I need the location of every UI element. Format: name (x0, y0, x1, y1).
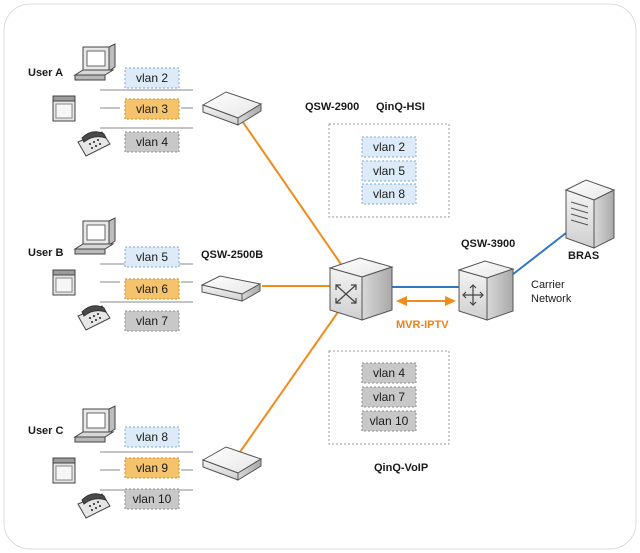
mvr-arrowhead-left (396, 296, 407, 306)
tree-lines (100, 89, 193, 129)
user-row-c (52, 405, 193, 519)
mvr-iptv-label: MVR-IPTV (396, 319, 449, 331)
vlan-pill-a1 (124, 67, 180, 89)
voip-group-box (328, 350, 450, 445)
vlan-label-a2: vlan 3 (136, 102, 168, 116)
hsi-vlan-label-3: vlan 8 (373, 187, 405, 201)
access-switch-b (200, 275, 262, 302)
vlan-pill-b1 (124, 246, 180, 268)
hsi-vlan-label-1: vlan 2 (373, 140, 405, 154)
user-a-label: User A (28, 67, 63, 79)
hsi-group-box (328, 123, 450, 218)
qsw3900-switch (457, 260, 515, 321)
voip-vlan-pill-3 (361, 410, 417, 432)
hsi-vlan-label-2: vlan 5 (373, 164, 405, 178)
vlan-label-a3: vlan 4 (136, 135, 168, 149)
switch-cross-icon (462, 284, 484, 306)
bras-server (564, 179, 616, 249)
vlan-label-b2: vlan 6 (136, 282, 168, 296)
access-switch-a (201, 91, 263, 126)
link-qsw2500-c (239, 311, 339, 453)
qsw3900-label: QSW-3900 (461, 238, 515, 250)
qsw2500b-label: QSW-2500B (201, 249, 263, 261)
vlan-pill-c1 (124, 426, 180, 448)
bras-label: BRAS (568, 250, 599, 262)
access-switch-c (201, 446, 263, 481)
hsi-vlan-pill-2 (361, 160, 417, 182)
qsw2900-switch (328, 257, 394, 321)
vlan-pill-b2 (124, 278, 180, 300)
vlan-pill-b3 (124, 310, 180, 332)
voip-vlan-pill-2 (361, 386, 417, 408)
links (237, 114, 567, 453)
page-background (3, 3, 637, 550)
link-qsw3900-bras (511, 232, 567, 276)
vlan-pill-a3 (124, 131, 180, 153)
carrier-network-label-1: Carrier (531, 279, 565, 291)
user-c-label: User C (28, 425, 64, 437)
qinq-voip-label: QinQ-VoIP (374, 462, 428, 474)
vlan-label-b3: vlan 7 (136, 314, 168, 328)
vlan-label-c1: vlan 8 (136, 430, 168, 444)
pc-icon (73, 405, 116, 443)
vlan-label-c3: vlan 10 (133, 492, 172, 506)
user-row-a (52, 43, 193, 157)
pc-icon (73, 217, 116, 255)
phone-icon (77, 131, 111, 157)
link-qsw2500-a (237, 114, 346, 271)
set-top-box-icon (52, 269, 76, 296)
hsi-vlan-pill-1 (361, 136, 417, 158)
phone-icon (77, 493, 111, 519)
voip-vlan-label-2: vlan 7 (373, 390, 405, 404)
voip-vlan-label-1: vlan 4 (373, 366, 405, 380)
vlan-label-b1: vlan 5 (136, 250, 168, 264)
qsw2900-label: QSW-2900 (305, 101, 359, 113)
qinq-hsi-label: QinQ-HSI (376, 101, 425, 113)
vlan-pill-c2 (124, 457, 180, 479)
vlan-pill-c3 (124, 488, 180, 510)
user-b-label: User B (28, 247, 64, 259)
switch-arrows-icon (335, 284, 357, 304)
vlan-pill-a2 (124, 98, 180, 120)
set-top-box-icon (52, 457, 76, 484)
vlan-label-a1: vlan 2 (136, 71, 168, 85)
phone-icon (77, 305, 111, 331)
voip-vlan-pill-1 (361, 362, 417, 384)
mvr-arrowhead-right (445, 296, 456, 306)
vlan-label-c2: vlan 9 (136, 461, 168, 475)
hsi-vlan-pill-3 (361, 183, 417, 205)
voip-vlan-label-3: vlan 10 (370, 414, 409, 428)
server-slots-icon (570, 201, 589, 226)
pc-icon (73, 43, 116, 81)
carrier-network-label-2: Network (531, 293, 572, 305)
set-top-box-icon (52, 95, 76, 122)
